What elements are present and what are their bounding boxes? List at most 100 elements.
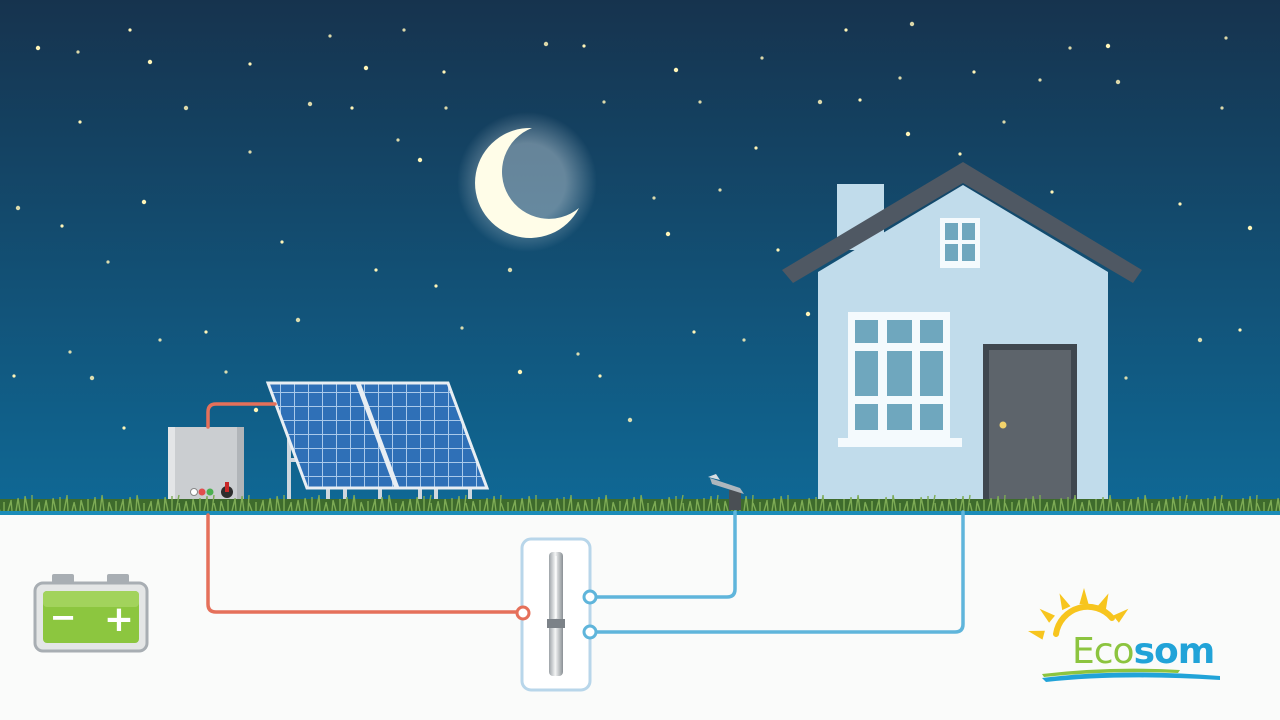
pump-controller-box	[168, 427, 244, 512]
battery-plus-sign: +	[104, 599, 134, 640]
star	[718, 188, 722, 192]
star	[1124, 376, 1128, 380]
star	[1105, 43, 1111, 49]
star	[68, 350, 72, 354]
star	[858, 98, 862, 102]
star	[122, 426, 126, 430]
star	[307, 101, 313, 107]
water-connector-bottom	[582, 624, 598, 640]
star	[805, 311, 811, 317]
power-connector	[515, 605, 531, 621]
logo-text-eco: Eco	[1072, 631, 1135, 672]
star	[909, 21, 915, 27]
battery-icon: − +	[33, 574, 149, 653]
sun-ray	[1097, 593, 1109, 611]
star	[1038, 78, 1042, 82]
door	[983, 344, 1077, 502]
grass	[0, 494, 1280, 512]
star	[147, 59, 153, 65]
star	[417, 157, 423, 163]
star	[442, 70, 446, 74]
water-connector-top	[582, 589, 598, 605]
crescent-moon-icon	[457, 112, 597, 252]
sun-icon	[1028, 588, 1129, 640]
star	[742, 338, 746, 342]
cable-connectors	[515, 589, 598, 640]
power-cable-panel-to-controller	[206, 402, 277, 429]
sun-ray	[1059, 593, 1071, 611]
star	[905, 131, 911, 137]
star	[248, 150, 252, 154]
star	[328, 34, 332, 38]
star	[128, 28, 132, 32]
star	[460, 326, 464, 330]
star	[1178, 202, 1182, 206]
star	[15, 205, 21, 211]
water-pipe-to-sprinkler	[594, 510, 737, 599]
solar-panel-right	[356, 381, 490, 490]
sun-ray	[1028, 630, 1045, 640]
star	[204, 330, 208, 334]
house	[782, 162, 1142, 502]
star	[183, 105, 189, 111]
star	[89, 375, 95, 381]
star	[602, 100, 606, 104]
star	[295, 317, 301, 323]
star	[754, 146, 758, 150]
star	[517, 369, 523, 375]
main-window	[838, 312, 962, 447]
star	[374, 268, 378, 272]
star	[141, 199, 147, 205]
star	[972, 70, 976, 74]
star	[60, 224, 64, 228]
star	[76, 50, 80, 54]
star	[665, 231, 671, 237]
battery-minus-sign: −	[50, 598, 77, 636]
ground-section	[0, 514, 1280, 720]
star	[776, 248, 780, 252]
star	[760, 56, 764, 60]
star	[698, 100, 702, 104]
star	[576, 352, 580, 356]
star	[1247, 225, 1253, 231]
star	[78, 120, 82, 124]
sun-ray	[1079, 588, 1089, 605]
ecosom-logo: Ecosom	[1072, 631, 1216, 672]
star	[434, 284, 438, 288]
star	[106, 260, 110, 264]
door-knob	[999, 421, 1007, 429]
star	[598, 374, 602, 378]
stars	[12, 21, 1253, 430]
star	[12, 374, 16, 378]
star	[396, 138, 400, 142]
star	[1220, 106, 1224, 110]
star	[224, 370, 228, 374]
star	[280, 240, 284, 244]
star	[1050, 190, 1054, 194]
logo-text-som: som	[1133, 631, 1216, 672]
star	[898, 76, 902, 80]
star	[253, 407, 259, 413]
star	[1197, 337, 1203, 343]
star	[817, 99, 823, 105]
star	[958, 152, 962, 156]
star	[444, 106, 448, 110]
star	[158, 338, 162, 342]
sprinkler-icon	[708, 474, 744, 510]
star	[652, 196, 656, 200]
star	[35, 45, 41, 51]
submersible-pump-icon	[520, 537, 592, 692]
solar-panel-left	[265, 381, 399, 490]
star	[350, 106, 354, 110]
ground-line	[0, 511, 1280, 515]
sun-ray	[1039, 608, 1055, 623]
star	[507, 267, 513, 273]
star	[1224, 36, 1228, 40]
star	[1238, 328, 1242, 332]
attic-window	[940, 218, 980, 268]
star	[582, 44, 586, 48]
star	[363, 65, 369, 71]
star	[1068, 46, 1072, 50]
star	[543, 41, 549, 47]
